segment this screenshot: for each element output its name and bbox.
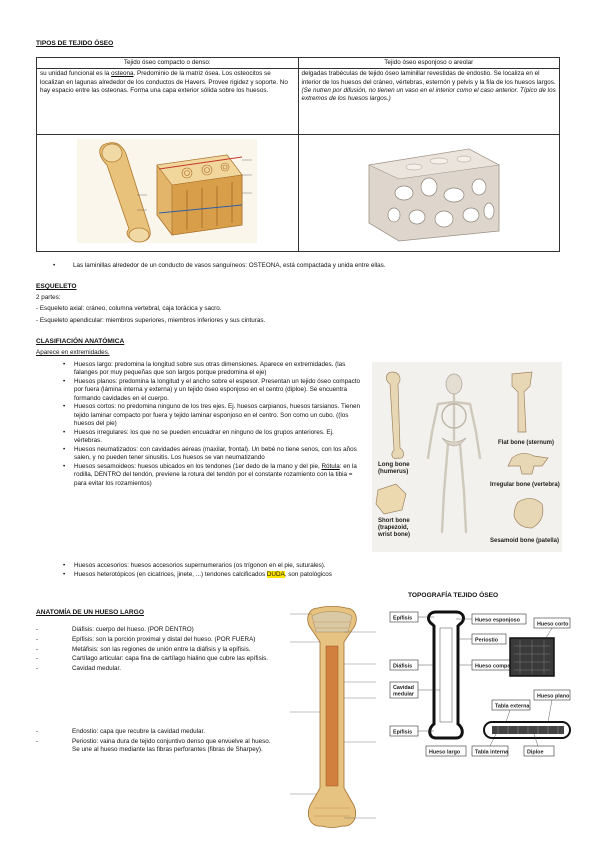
table-cell-compact-text: su unidad funcional es la osteona. Predo… bbox=[36, 68, 299, 136]
diploe-label: Diploe bbox=[527, 750, 543, 756]
short-bone-sublabel-1: (trapezoid, bbox=[378, 525, 409, 531]
page-title: TIPOS DE TEJIDO ÓSEO bbox=[36, 40, 114, 47]
table-cell-spongy-text: delgadas trabéculas de tejido óseo lamin… bbox=[297, 68, 560, 136]
clasificacion-list-wide: Huesos accesorios: huesos accesorios sup… bbox=[60, 562, 440, 580]
cavidad-label: Cavidad bbox=[393, 685, 414, 691]
list-item: Huesos largo: predomina la longitud sobr… bbox=[60, 361, 360, 378]
topografia-figure: Epífisis Diáfisis Cavidad medular Epífis… bbox=[388, 604, 574, 764]
periostio-label: Periostio bbox=[475, 638, 499, 644]
short-bone-label: Short bone bbox=[378, 518, 410, 524]
heterotopicos-text-rest: , son patológicos bbox=[284, 570, 332, 578]
flat-bone-label: Flat bone (sternum) bbox=[498, 440, 554, 446]
list-item: Periostio: vaina dura de tejido conjunti… bbox=[36, 738, 278, 755]
topografia-title: TOPOGRAFÍA TEJIDO ÓSEO bbox=[408, 592, 499, 599]
list-item: Huesos accesorios: huesos accesorios sup… bbox=[60, 562, 440, 571]
esqueleto-apendicular: - Esqueleto apendicular: miembros superi… bbox=[36, 317, 266, 324]
clasificacion-subheading: Aparece en extremidades. bbox=[36, 349, 110, 356]
osteona-term: osteona bbox=[111, 70, 134, 78]
bone-types-figure: Long bone (humerus) Flat bone (sternum) … bbox=[372, 362, 562, 552]
sesamoid-bone-label: Sesamoid bone (patella) bbox=[490, 538, 559, 544]
sesamoid-text-start: Huesos sesamoideos: huesos ubicados en l… bbox=[74, 463, 322, 471]
short-bone-sublabel-2: wrist bone) bbox=[377, 532, 410, 538]
list-item-heterotopicos: Huesos heterotópicos (en cicatrices, jin… bbox=[60, 570, 440, 579]
osteona-bullet-text: Las laminillas alrededor de un conducto … bbox=[73, 262, 386, 269]
long-bone-label: Long bone bbox=[378, 461, 410, 468]
tabla-externa-label: Tabla externa bbox=[495, 704, 530, 710]
esqueleto-parts: 2 partes: bbox=[36, 294, 61, 301]
epifisis-top-label: Epífisis bbox=[393, 616, 412, 622]
sesamoid-text-rest: : en la rodilla, DENTRO del tendón, prev… bbox=[74, 463, 357, 487]
anatomia-heading: ANATOMÍA DE UN HUESO LARGO bbox=[36, 609, 144, 616]
compact-bone-image bbox=[36, 134, 299, 252]
spongy-text: delgadas trabéculas de tejido óseo lamin… bbox=[301, 70, 556, 86]
hueso-largo-label: Hueso largo bbox=[429, 750, 461, 756]
spongy-note: (Se nutren por difusión, no tienen un va… bbox=[301, 86, 556, 103]
medular-label: medular bbox=[393, 692, 415, 698]
spongy-bone-illustration bbox=[367, 148, 500, 242]
table-header-spongy: Tejido óseo esponjoso o areolar bbox=[297, 56, 560, 70]
osteona-bullet: • Las laminillas alrededor de un conduct… bbox=[53, 262, 386, 270]
list-item: Huesos neumatizados: con cavidades aérea… bbox=[60, 446, 360, 463]
list-item: Cartílago articular: capa fina de cartíl… bbox=[36, 655, 278, 664]
corto-label: Hueso corto bbox=[537, 622, 569, 628]
compacto-label: Hueso compacto bbox=[475, 664, 519, 670]
list-item: Diáfisis: cuerpo del hueso. (POR DENTRO) bbox=[36, 626, 278, 635]
rotula-term: Rótula bbox=[321, 463, 340, 471]
heterotopicos-text-start: Huesos heterotópicos (en cicatrices, jin… bbox=[74, 570, 267, 578]
esqueleto-axial: - Esqueleto axial: cráneo, columna verte… bbox=[36, 305, 222, 312]
table-header-compact: Tejido óseo compacto o denso: bbox=[36, 56, 299, 70]
long-bone-sublabel: (humerus) bbox=[378, 468, 408, 475]
esqueleto-heading: ESQUELETO bbox=[36, 283, 77, 290]
bullet-dot: • bbox=[53, 262, 56, 269]
compact-text-rest: . Predominio de la matriz ósea. Los oste… bbox=[40, 70, 288, 94]
anatomia-list: Diáfisis: cuerpo del hueso. (POR DENTRO)… bbox=[36, 626, 278, 675]
irregular-bone-label: Irregular bone (vertebra) bbox=[490, 482, 560, 488]
list-item: Huesos planos: predomina la longitud y e… bbox=[60, 378, 360, 403]
clasificacion-list: Huesos largo: predomina la longitud sobr… bbox=[60, 361, 360, 488]
long-bone-anatomy-illustration bbox=[290, 606, 376, 828]
plano-label: Hueso plano bbox=[537, 694, 570, 700]
clasificacion-heading: CLASIFIACIÓN ANATÓMICA bbox=[36, 338, 125, 345]
bone-types-illustration: Long bone (humerus) Flat bone (sternum) … bbox=[375, 371, 560, 544]
compact-text-start: su unidad funcional es la bbox=[40, 70, 112, 78]
list-item: Huesos cortos: no predomina ninguno de l… bbox=[60, 403, 360, 428]
list-item: Metáfisis: son las regiones de unión ent… bbox=[36, 646, 278, 655]
list-item-sesamoid: Huesos sesamoideos: huesos ubicados en l… bbox=[60, 463, 360, 488]
list-item: Epífisis: son la porción proximal y dist… bbox=[36, 636, 278, 645]
tabla-interna-label: Tabla interna bbox=[475, 750, 509, 756]
topografia-illustration: Epífisis Diáfisis Cavidad medular Epífis… bbox=[389, 610, 571, 757]
spongy-bone-image bbox=[297, 134, 560, 252]
epifisis-bottom-label: Epífisis bbox=[393, 730, 412, 736]
anatomia-list-2: Endostio: capa que recubre la cavidad me… bbox=[36, 728, 278, 756]
list-item: Endostio: capa que recubre la cavidad me… bbox=[36, 728, 278, 737]
bone-tissue-table: Tejido óseo compacto o denso: Tejido óse… bbox=[36, 56, 560, 252]
diafisis-label: Diáfisis bbox=[393, 664, 412, 670]
duda-highlight: DUDA bbox=[266, 570, 285, 578]
esponjoso-label: Hueso esponjoso bbox=[475, 618, 521, 624]
list-item: Huesos irregulares: los que no se pueden… bbox=[60, 429, 360, 446]
long-bone-anatomy-figure bbox=[288, 602, 378, 834]
list-item: Cavidad medular. bbox=[36, 665, 278, 674]
compact-bone-illustration bbox=[77, 139, 257, 244]
